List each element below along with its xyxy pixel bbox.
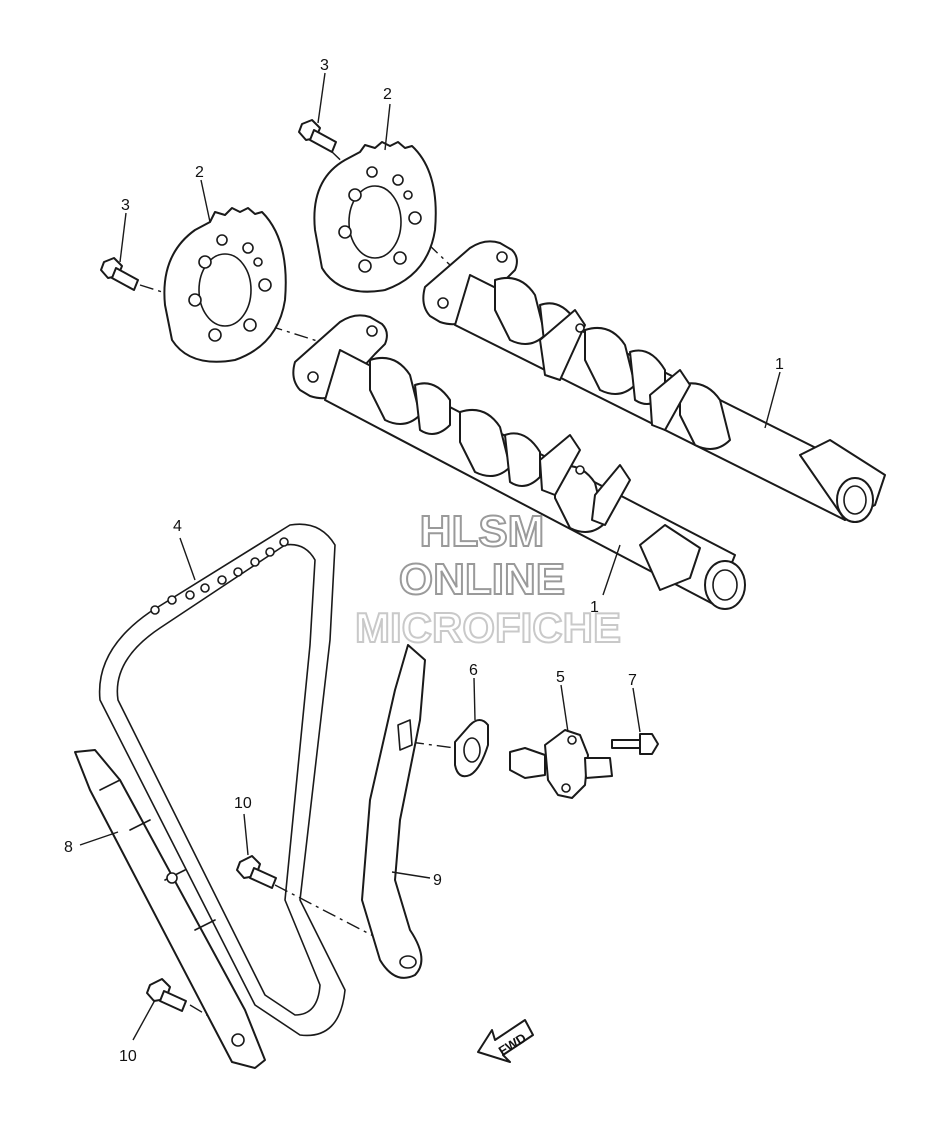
chain-guide xyxy=(74,749,266,1069)
guide-bolt-lower xyxy=(146,978,187,1012)
tensioner-bolt xyxy=(611,733,659,755)
callout-1-upper: 1 xyxy=(775,356,784,373)
camshaft-lower xyxy=(292,314,746,610)
watermark: HLSM ONLINE MICROFICHE xyxy=(354,506,622,652)
callout-8: 8 xyxy=(64,839,73,856)
callout-2-upper: 2 xyxy=(383,86,392,103)
sprocket-bolt-upper xyxy=(298,119,337,153)
callout-10-upper: 10 xyxy=(234,795,252,812)
tensioner-gasket xyxy=(454,719,489,778)
leader-lines xyxy=(79,72,781,1041)
callout-10-lower: 10 xyxy=(119,1048,137,1065)
cam-sprocket-upper xyxy=(313,141,437,293)
callouts: 1 1 2 2 3 3 4 5 6 7 8 9 10 10 xyxy=(64,57,784,1065)
tensioner-guide xyxy=(361,644,426,979)
chain-tensioner xyxy=(509,729,613,799)
cam-sprocket-lower xyxy=(163,207,287,363)
callout-6: 6 xyxy=(469,662,478,679)
callout-2-lower: 2 xyxy=(195,164,204,181)
callout-3-lower: 3 xyxy=(121,197,130,214)
timing-chain xyxy=(98,523,346,1037)
sprocket-bolt-lower xyxy=(100,257,139,291)
callout-1-lower: 1 xyxy=(590,599,599,616)
guide-bolt-upper xyxy=(236,855,277,889)
watermark-line-2: ONLINE xyxy=(399,555,565,604)
camshaft-upper xyxy=(422,240,886,523)
callout-9: 9 xyxy=(433,872,442,889)
callout-5: 5 xyxy=(556,669,565,686)
callout-3-upper: 3 xyxy=(320,57,329,74)
watermark-line-1: HLSM xyxy=(420,507,545,556)
watermark-line-3: MICROFICHE xyxy=(355,604,621,651)
callout-7: 7 xyxy=(628,672,637,689)
callout-4: 4 xyxy=(173,518,182,535)
fwd-arrow: FWD xyxy=(477,1019,534,1063)
